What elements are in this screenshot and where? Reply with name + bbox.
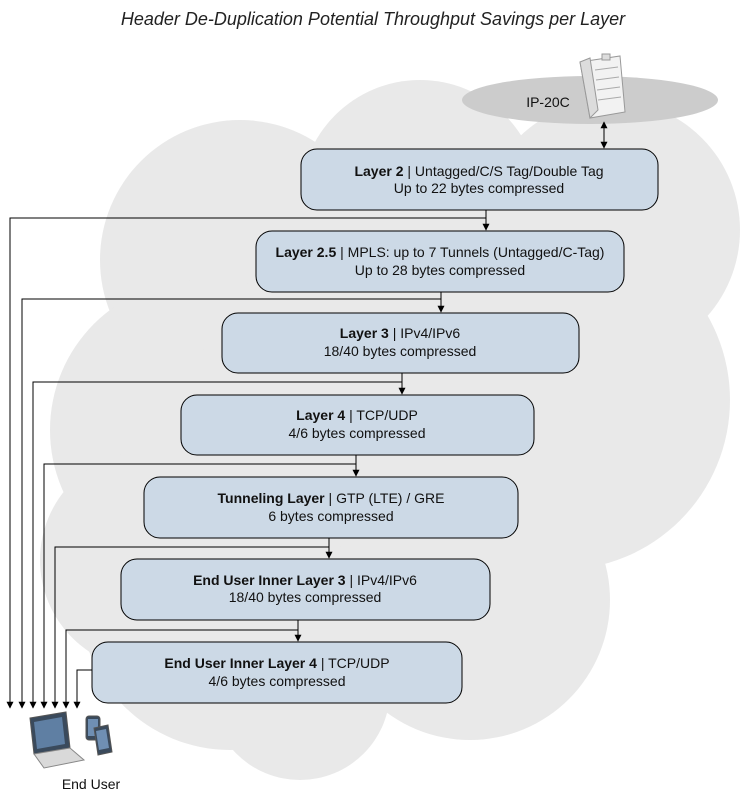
svg-text:End User Inner Layer 4 | TCP/U: End User Inner Layer 4 | TCP/UDP: [164, 655, 389, 671]
device-label: IP-20C: [526, 94, 570, 110]
svg-text:Layer 4 | TCP/UDP: Layer 4 | TCP/UDP: [296, 407, 418, 423]
end-user-label: End User: [62, 776, 121, 792]
radio-unit-icon: [579, 53, 626, 120]
layer-box-6: End User Inner Layer 3 | IPv4/IPv6 18/40…: [120, 558, 491, 621]
diagram-title: Header De-Duplication Potential Throughp…: [121, 9, 626, 29]
svg-text:Layer 3 | IPv4/IPv6: Layer 3 | IPv4/IPv6: [340, 325, 461, 341]
svg-text:18/40 bytes compressed: 18/40 bytes compressed: [324, 343, 477, 359]
layer-box-4: Layer 4 | TCP/UDP 4/6 bytes compressed: [180, 394, 535, 456]
svg-text:6 bytes compressed: 6 bytes compressed: [268, 508, 393, 524]
svg-text:Layer 2 | Untagged/C/S Tag/Dou: Layer 2 | Untagged/C/S Tag/Double Tag: [354, 163, 603, 179]
svg-text:End User Inner Layer 3 | IPv4/: End User Inner Layer 3 | IPv4/IPv6: [193, 572, 417, 588]
layer-box-1: Layer 2 | Untagged/C/S Tag/Double Tag Up…: [300, 148, 659, 211]
svg-text:4/6 bytes compressed: 4/6 bytes compressed: [289, 425, 426, 441]
layer-box-3: Layer 3 | IPv4/IPv6 18/40 bytes compress…: [221, 312, 580, 374]
laptop-icon: [29, 711, 86, 769]
svg-text:Up to 28 bytes compressed: Up to 28 bytes compressed: [355, 262, 525, 278]
layer-box-5: Tunneling Layer | GTP (LTE) / GRE 6 byte…: [143, 476, 519, 539]
connector-lines: [6, 210, 490, 709]
svg-text:18/40 bytes compressed: 18/40 bytes compressed: [229, 589, 382, 605]
layer-box-2: Layer 2.5 | MPLS: up to 7 Tunnels (Untag…: [255, 230, 625, 293]
svg-text:Up to 22 bytes compressed: Up to 22 bytes compressed: [394, 180, 564, 196]
layer-box-7: End User Inner Layer 4 | TCP/UDP 4/6 byt…: [91, 641, 463, 704]
svg-text:4/6 bytes compressed: 4/6 bytes compressed: [209, 673, 346, 689]
mobile-devices-icon: [85, 715, 113, 756]
svg-text:Layer 2.5 | MPLS: up to 7 Tunn: Layer 2.5 | MPLS: up to 7 Tunnels (Untag…: [276, 244, 605, 260]
svg-text:Tunneling Layer | GTP (LTE) /: Tunneling Layer | GTP (LTE) / GRE: [218, 490, 445, 506]
